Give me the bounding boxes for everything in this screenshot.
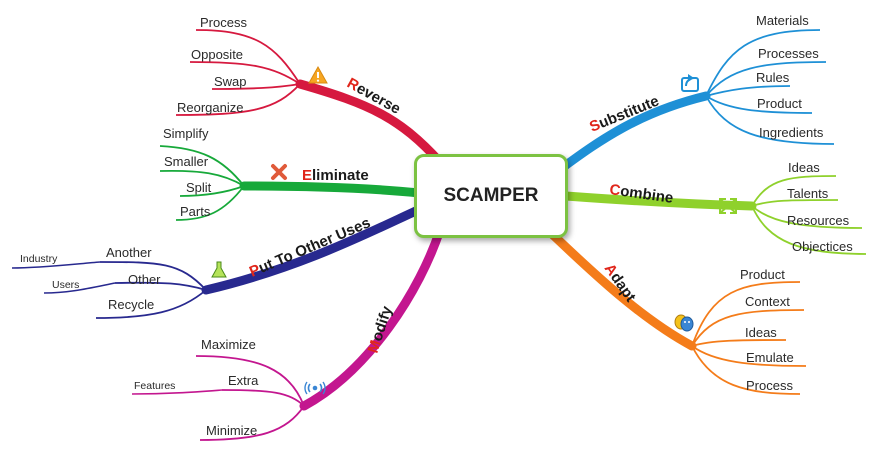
branch-reverse: Reverse Process Opposite Swap Reorganize [175, 15, 445, 167]
red-x-icon [271, 164, 287, 180]
adapt-item: Process [746, 378, 793, 393]
modify-subitem: Features [134, 380, 175, 392]
put-to-other-uses-subitem: Users [52, 279, 79, 291]
combine-item: Ideas [788, 160, 820, 175]
reverse-item: Swap [214, 74, 247, 89]
modify-item: Extra [228, 373, 259, 388]
put-to-other-uses-item: Another [106, 245, 152, 260]
branch-modify: Modify Maximize Extra Minimize Features [131, 225, 445, 441]
put-to-other-uses-subitem: Industry [20, 253, 58, 265]
reverse-item: Reorganize [177, 100, 244, 115]
combine-item: Objectices [792, 239, 853, 254]
eliminate-item: Split [186, 180, 212, 195]
substitute-item: Product [757, 96, 802, 111]
center-label: SCAMPER [443, 185, 539, 206]
eliminate-item: Parts [180, 204, 211, 219]
signal-waves-icon [304, 381, 326, 395]
adapt-item: Emulate [746, 350, 794, 365]
combine-arrows-icon [719, 198, 737, 214]
refresh-arrow-icon [681, 74, 699, 92]
adapt-item: Ideas [745, 325, 777, 340]
put-to-other-uses-item: Other [128, 272, 161, 287]
adapt-item: Context [745, 294, 790, 309]
substitute-item: Rules [756, 70, 790, 85]
branch-label-eliminate: Eliminate [302, 167, 369, 184]
reverse-item: Process [200, 15, 247, 30]
branch-substitute: Substitute Materials Processes Rules Pro… [557, 13, 835, 173]
adapt-item: Product [740, 267, 785, 282]
branch-put-to-other-uses: Put To Other Uses Another Other Recycle … [11, 205, 423, 319]
theatre-masks-icon [674, 314, 694, 332]
substitute-item: Processes [758, 46, 819, 61]
substitute-item: Materials [756, 13, 809, 28]
substitute-item: Ingredients [759, 125, 824, 140]
eliminate-item: Simplify [163, 126, 209, 141]
branch-label-put-to-other-uses: Put To Other Uses [247, 214, 373, 280]
modify-item: Minimize [206, 423, 257, 438]
branch-eliminate: Eliminate Simplify Smaller Split Parts [159, 126, 425, 221]
put-to-other-uses-item: Recycle [108, 297, 154, 312]
branch-adapt: Adapt Product Context Ideas Emulate Proc… [547, 229, 807, 395]
center-node: SCAMPER [414, 154, 568, 238]
reverse-item: Opposite [191, 47, 243, 62]
warning-triangle-icon [308, 65, 328, 84]
eliminate-item: Smaller [164, 154, 209, 169]
modify-item: Maximize [201, 337, 256, 352]
combine-item: Resources [787, 213, 850, 228]
flask-icon [211, 261, 227, 278]
branch-combine: Combine Ideas Talents Resources Objectic… [561, 160, 867, 255]
combine-item: Talents [787, 186, 829, 201]
